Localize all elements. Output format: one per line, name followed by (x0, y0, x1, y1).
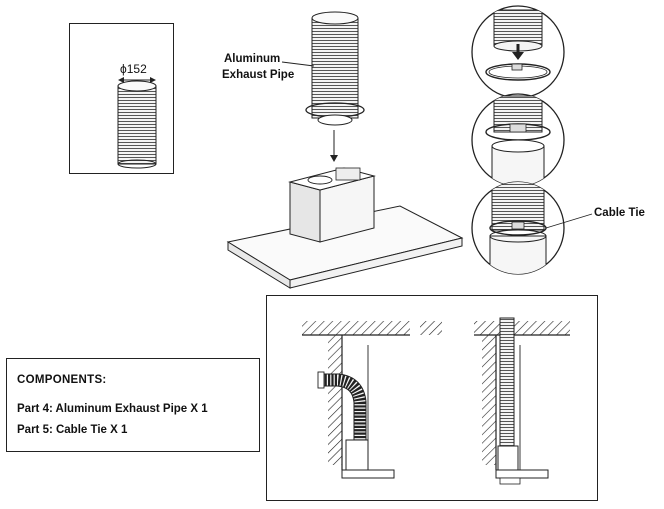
cable-tie-leader (545, 213, 593, 229)
installation-flexible-view (302, 321, 442, 479)
step-circle-1 (471, 5, 565, 99)
cable-tie-label: Cable Tie (594, 207, 645, 219)
components-box: COMPONENTS: Part 4: Aluminum Exhaust Pip… (6, 358, 260, 452)
installation-straight-view (474, 317, 570, 485)
components-title: COMPONENTS: (17, 374, 107, 386)
small-pipe-icon (117, 80, 157, 169)
component-part-5: Part 5: Cable Tie X 1 (17, 424, 128, 436)
range-hood-icon (226, 167, 464, 289)
diameter-arrow-icon (118, 77, 156, 83)
down-arrow-icon (330, 130, 338, 162)
step-circle-3 (471, 181, 565, 275)
diameter-label: ϕ152 (120, 62, 147, 76)
exhaust-pipe-icon (281, 11, 365, 126)
component-part-4: Part 4: Aluminum Exhaust Pipe X 1 (17, 403, 208, 415)
step-circle-2 (471, 93, 565, 187)
exhaust-pipe-label-line2: Exhaust Pipe (222, 69, 295, 81)
exhaust-pipe-label-line1: Aluminum (224, 53, 281, 65)
